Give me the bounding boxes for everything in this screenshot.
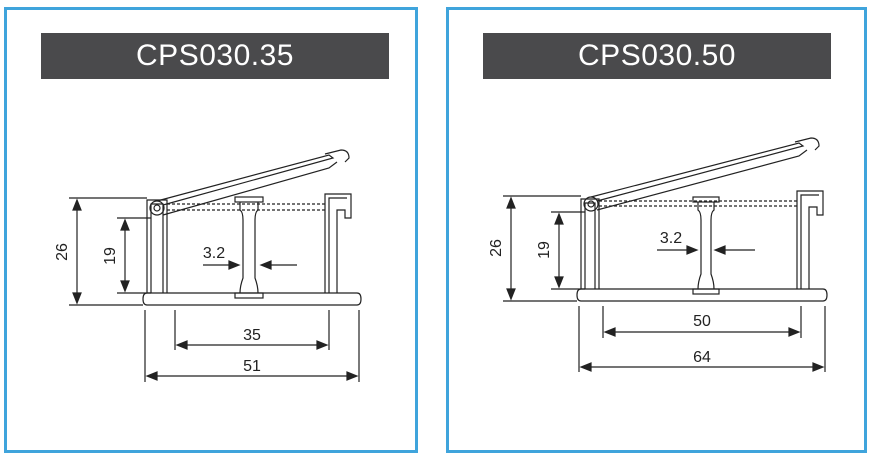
product-title: CPS030.50	[483, 33, 831, 79]
cross-section-drawing: 26 19 3.2 35 51	[54, 149, 362, 382]
product-title: CPS030.35	[41, 33, 389, 79]
dim-outer-height: 26	[54, 243, 71, 261]
dim-web-thickness: 3.2	[203, 245, 225, 262]
dim-outer-width: 51	[243, 358, 261, 375]
dim-inner-height: 19	[536, 241, 553, 259]
cross-section-drawing: 26 19 3.2 50 64	[488, 137, 828, 372]
dim-inner-width: 35	[243, 327, 261, 344]
dim-outer-height: 26	[488, 239, 505, 257]
dim-inner-height: 19	[102, 247, 119, 265]
dim-web-thickness: 3.2	[660, 230, 682, 247]
dim-inner-width: 50	[693, 313, 711, 330]
product-panel-cps030-50: CPS030.50	[446, 7, 867, 453]
dim-outer-width: 64	[693, 349, 711, 366]
product-panel-cps030-35: CPS030.35	[4, 7, 418, 453]
